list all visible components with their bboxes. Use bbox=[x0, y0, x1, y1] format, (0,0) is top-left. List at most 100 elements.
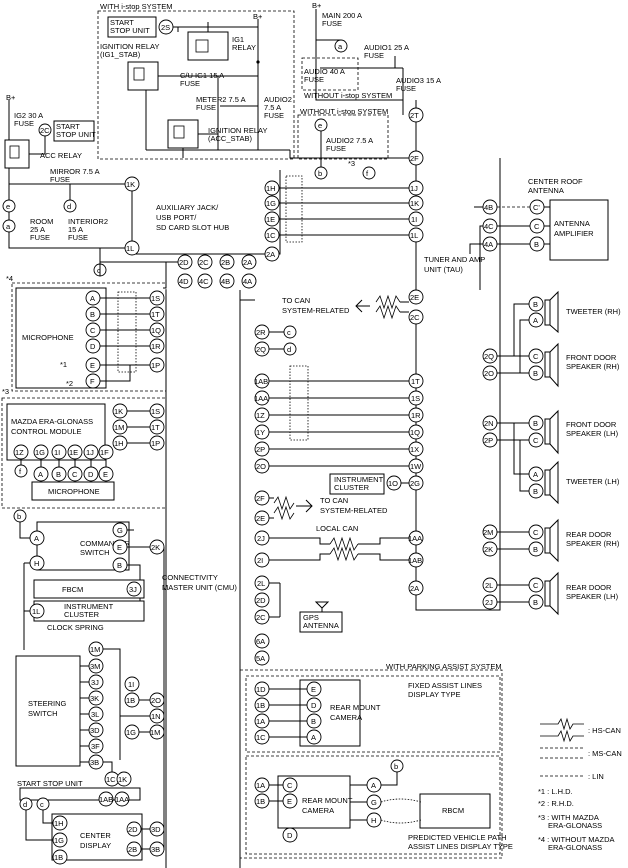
pin-2c-ss-label: 2C bbox=[40, 126, 50, 135]
main200-label: MAIN 200 A bbox=[322, 11, 362, 20]
commander-pins: A H G E B 2K bbox=[29, 522, 165, 573]
svg-text:1H: 1H bbox=[266, 184, 276, 193]
ic-label2: CLUSTER bbox=[334, 483, 370, 492]
instrument-cluster-box bbox=[329, 473, 385, 495]
pin-2e-tau bbox=[408, 289, 424, 305]
svg-text:1F: 1F bbox=[100, 448, 109, 457]
svg-text:FRONT DOOR: FRONT DOOR bbox=[566, 353, 617, 362]
svg-text:4B: 4B bbox=[221, 277, 230, 286]
steering-label2: SWITCH bbox=[28, 709, 58, 718]
audio1-label2: FUSE bbox=[364, 51, 384, 60]
with-istop-frame bbox=[97, 10, 295, 160]
aux-shield bbox=[285, 175, 303, 243]
svg-text:4A: 4A bbox=[243, 277, 252, 286]
svg-text:4C: 4C bbox=[199, 277, 209, 286]
microphone-label-2: MICROPHONE bbox=[48, 487, 100, 496]
svg-text:1G: 1G bbox=[266, 199, 276, 208]
pin-1aa-ss bbox=[114, 791, 130, 807]
rear-cam-1-label: REAR MOUNT bbox=[330, 703, 381, 712]
svg-text:E: E bbox=[117, 543, 122, 552]
svg-text:2A: 2A bbox=[266, 250, 275, 259]
pin-d-left-label: d bbox=[67, 202, 71, 211]
without-istop-label1: WITHOUT i-stop SYSTEM bbox=[304, 91, 392, 100]
tau-shield bbox=[289, 365, 309, 441]
svg-text:B: B bbox=[533, 369, 538, 378]
svg-text:1R: 1R bbox=[151, 342, 161, 351]
cmu-pins-column: 2R 2Q 1AB 1AA 1Z 1Y 2P 2O 2F 2E 2J 2I 2L… bbox=[254, 324, 270, 666]
with-istop-label: WITH i-stop SYSTEM bbox=[100, 2, 173, 11]
ig1-relay-label: IG1 bbox=[232, 35, 244, 44]
aux-lower-pins: 2D 2C 2B 2A 4D 4C 4B 4A 2A bbox=[177, 246, 280, 289]
pin-2c-tau-label: 2C bbox=[410, 313, 420, 322]
legend-note-3: *3 : WITH MAZDA bbox=[538, 813, 599, 822]
pin-3j-label: 3J bbox=[129, 585, 137, 594]
clock-spring-label: CLOCK SPRING bbox=[47, 623, 104, 632]
svg-text:B: B bbox=[533, 419, 538, 428]
pin-1ab-ss bbox=[98, 791, 114, 807]
svg-text:SPEAKER (LH): SPEAKER (LH) bbox=[566, 429, 619, 438]
audio40-label: AUDIO 40 A bbox=[304, 67, 345, 76]
svg-text:2C: 2C bbox=[199, 258, 209, 267]
ig1-relay-label2: RELAY bbox=[232, 43, 256, 52]
pin-a-top-label: a bbox=[338, 42, 343, 51]
audio40-frame bbox=[301, 57, 359, 91]
svg-text:2G: 2G bbox=[410, 479, 420, 488]
svg-text:E: E bbox=[90, 361, 95, 370]
ant-amp-label: ANTENNA bbox=[554, 219, 590, 228]
audio1-label: AUDIO1 25 A bbox=[364, 43, 409, 52]
center-display-pins: 1H 1G 1B 2D 3D 2B 3B bbox=[52, 815, 165, 865]
svg-text:1M: 1M bbox=[90, 645, 100, 654]
svg-text:A: A bbox=[371, 781, 376, 790]
svg-text:1K: 1K bbox=[118, 775, 127, 784]
to-can-2: TO CAN bbox=[320, 496, 348, 505]
svg-text:2J: 2J bbox=[257, 534, 265, 543]
svg-text:1AA: 1AA bbox=[408, 534, 422, 543]
svg-text:3L: 3L bbox=[91, 710, 99, 719]
svg-text:1I: 1I bbox=[54, 448, 60, 457]
svg-text:A: A bbox=[533, 470, 538, 479]
svg-text:1B: 1B bbox=[126, 696, 135, 705]
pin-3j bbox=[126, 581, 142, 597]
rbcm-box bbox=[419, 793, 491, 829]
svg-text:2D: 2D bbox=[179, 258, 189, 267]
fixed-assist-label2: DISPLAY TYPE bbox=[408, 690, 461, 699]
svg-text:2C: 2C bbox=[256, 613, 266, 622]
front-door-speaker-lh: B C FRONT DOOR SPEAKER (LH) bbox=[528, 409, 619, 455]
parking-frame bbox=[239, 669, 503, 859]
start-stop-unit-top-text2: STOP UNIT bbox=[110, 26, 150, 35]
pin-f-top bbox=[362, 166, 376, 180]
svg-text:E: E bbox=[311, 685, 316, 694]
without-istop-label2: WITHOUT i-stop SYSTEM bbox=[300, 107, 388, 116]
svg-text:B: B bbox=[56, 470, 61, 479]
interior2-label: INTERIOR2 bbox=[68, 217, 108, 226]
bplus-label: B+ bbox=[253, 12, 263, 21]
predicted-frame bbox=[245, 755, 501, 855]
steering-switch-box bbox=[15, 655, 81, 767]
pin-c-r-label: c bbox=[287, 328, 291, 337]
gps-label2: ANTENNA bbox=[303, 621, 339, 630]
svg-text:1C: 1C bbox=[256, 733, 266, 742]
pin-2s-label: 2S bbox=[161, 23, 170, 32]
steering-label: STEERING bbox=[28, 699, 67, 708]
svg-text:2D: 2D bbox=[128, 825, 138, 834]
svg-text:REAR DOOR: REAR DOOR bbox=[566, 530, 612, 539]
pin-e-left-label: e bbox=[6, 202, 10, 211]
svg-text:1J: 1J bbox=[86, 448, 94, 457]
pin-2t-label: 2T bbox=[410, 111, 419, 120]
svg-text:C: C bbox=[72, 470, 78, 479]
center-roof-label: CENTER ROOF bbox=[528, 177, 583, 186]
ssu-bottom-label: START STOP UNIT bbox=[17, 779, 83, 788]
svg-text:1C: 1C bbox=[106, 775, 116, 784]
svg-text:TWEETER (LH): TWEETER (LH) bbox=[566, 477, 620, 486]
mirror-label2: FUSE bbox=[50, 175, 70, 184]
svg-text:D: D bbox=[311, 701, 317, 710]
tau-speaker-pins: 2Q 2O 2N 2P 2M 2K 2L 2J bbox=[482, 348, 498, 610]
aux-label3: SD CARD SLOT HUB bbox=[156, 223, 229, 232]
cmu-label2: MASTER UNIT (CMU) bbox=[162, 583, 237, 592]
svg-text:C: C bbox=[533, 528, 539, 537]
pin-d-bot-label: d bbox=[23, 800, 27, 809]
ic-cmu-label2: CLUSTER bbox=[64, 610, 100, 619]
svg-text:2P: 2P bbox=[256, 445, 265, 454]
ig2-label: IG2 30 A bbox=[14, 111, 43, 120]
svg-text:2L: 2L bbox=[257, 579, 265, 588]
